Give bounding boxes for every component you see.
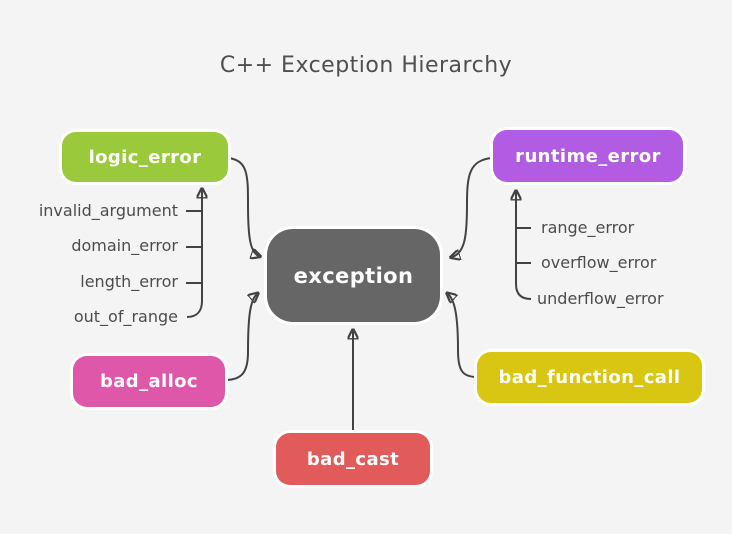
node-bad-function-call: bad_function_call <box>477 352 702 403</box>
node-bad-alloc: bad_alloc <box>73 356 225 407</box>
edge-bad-alloc-to-exception <box>224 294 257 381</box>
node-exception-label: exception <box>293 263 414 288</box>
edge-runtime-error-to-exception <box>452 157 493 257</box>
node-bad-function-call-label: bad_function_call <box>498 367 681 388</box>
node-logic-error: logic_error <box>62 132 228 182</box>
leaf-overflow-error: overflow_error <box>541 253 657 272</box>
node-bad-cast-label: bad_cast <box>306 448 400 470</box>
diagram-title: C++ Exception Hierarchy <box>219 53 513 78</box>
edge-logic-error-to-exception <box>227 157 259 256</box>
node-exception: exception <box>267 229 440 322</box>
node-logic-error-label: logic_error <box>88 146 202 168</box>
leaf-underflow-error: underflow_error <box>537 289 664 308</box>
leaf-domain-error: domain_error <box>71 236 178 255</box>
node-runtime-error: runtime_error <box>493 130 683 182</box>
connector-runtime-error-children <box>516 192 532 300</box>
edge-bad-function-call-to-exception <box>448 294 478 378</box>
connector-logic-error-children <box>186 190 202 318</box>
leaf-range-error: range_error <box>541 218 635 237</box>
leaf-invalid-argument: invalid_argument <box>38 201 178 220</box>
node-bad-cast: bad_cast <box>276 433 430 485</box>
leaf-out-of-range: out_of_range <box>73 307 178 326</box>
leaf-length-error: length_error <box>80 272 178 291</box>
node-runtime-error-label: runtime_error <box>515 145 661 167</box>
node-bad-alloc-label: bad_alloc <box>99 371 199 392</box>
